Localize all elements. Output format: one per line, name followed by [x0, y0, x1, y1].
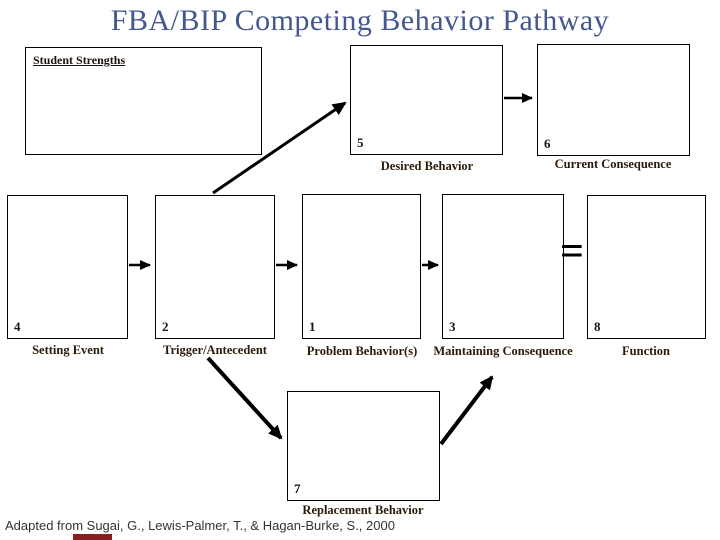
problem-behavior-number: 1	[309, 319, 316, 334]
desired-behavior-caption: Desired Behavior	[380, 159, 474, 173]
replacement-behavior-caption: Replacement Behavior	[302, 503, 424, 517]
page-title: FBA/BIP Competing Behavior Pathway	[110, 4, 610, 37]
function-caption: Function	[622, 344, 670, 358]
student-strengths-box: Student Strengths	[25, 47, 262, 155]
maintaining-consequence-box: 3	[442, 194, 564, 339]
desired-behavior-number: 5	[357, 135, 364, 150]
current-consequence-caption: Current Consequence	[554, 157, 672, 171]
citation-text: Adapted from Sugai, G., Lewis-Palmer, T.…	[5, 518, 395, 533]
setting-event-caption: Setting Event	[32, 343, 104, 357]
trigger-antecedent-number: 2	[162, 319, 169, 334]
student-strengths-label: Student Strengths	[33, 53, 126, 67]
maintaining-consequence-caption: Maintaining Consequence	[433, 344, 573, 358]
trigger-antecedent-caption: Trigger/Antecedent	[163, 343, 267, 357]
setting-event-number: 4	[14, 319, 21, 334]
current-consequence-box: 6	[537, 44, 690, 156]
replacement-behavior-number: 7	[294, 481, 301, 496]
problem-behavior-box: 1	[302, 194, 421, 339]
maintaining-consequence-number: 3	[449, 319, 456, 334]
equals-sign: =	[560, 229, 584, 275]
replacement-behavior-box: 7	[287, 391, 440, 501]
function-box: 8	[587, 195, 706, 339]
slide-accent-strip	[73, 534, 112, 540]
arrow-replacement-to-maintaining	[439, 375, 494, 446]
problem-behavior-caption: Problem Behavior(s)	[306, 344, 418, 358]
trigger-antecedent-box: 2	[155, 195, 275, 339]
current-consequence-number: 6	[544, 136, 551, 151]
setting-event-box: 4	[7, 195, 128, 339]
function-number: 8	[594, 319, 601, 334]
arrow-trigger-to-replacement	[206, 356, 283, 440]
desired-behavior-box: 5	[350, 45, 503, 155]
